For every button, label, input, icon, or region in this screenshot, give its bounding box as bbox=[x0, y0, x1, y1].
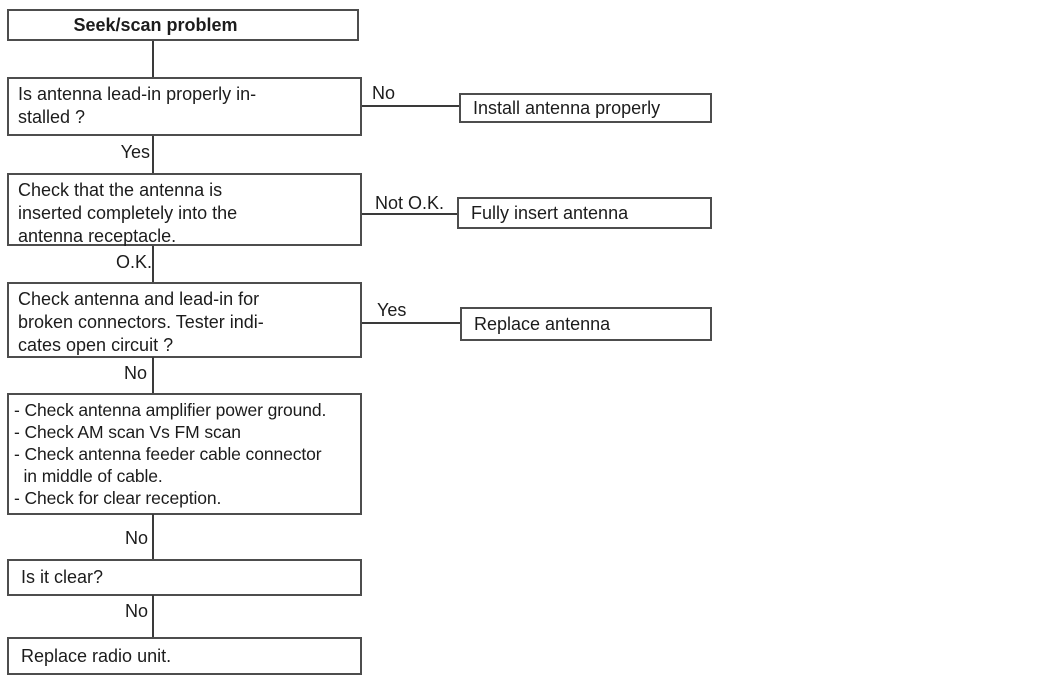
question-node-broken-connectors: Check antenna and lead-in for broken con… bbox=[7, 282, 362, 358]
checklist-node: - Check antenna amplifier power ground. … bbox=[7, 393, 362, 515]
connector-q1-to-action1 bbox=[362, 105, 459, 107]
action-node-replace-antenna: Replace antenna bbox=[460, 307, 712, 341]
connector-q2-to-action2 bbox=[362, 213, 457, 215]
edge-label-no-down-checklist: No bbox=[124, 528, 148, 548]
edge-label-no-down-q4: No bbox=[124, 601, 148, 621]
question-node-text: Check antenna and lead-in for broken con… bbox=[18, 289, 264, 355]
action-node-text: Install antenna properly bbox=[473, 97, 661, 118]
edge-label-yes-branch-q3: Yes bbox=[377, 300, 407, 320]
action-node-fully-insert-antenna: Fully insert antenna bbox=[457, 197, 712, 229]
edge-label-ok-down-q2: O.K. bbox=[115, 252, 152, 272]
start-node-seek-scan-problem: Seek/scan problem bbox=[7, 9, 359, 41]
question-node-text: Is it clear? bbox=[21, 567, 104, 587]
question-node-text: Is antenna lead-in properly in- stalled … bbox=[18, 84, 257, 127]
checklist-node-text: - Check antenna amplifier power ground. … bbox=[14, 400, 327, 508]
action-node-text: Fully insert antenna bbox=[471, 202, 629, 223]
connector-q4-to-final bbox=[152, 595, 154, 638]
question-node-antenna-inserted: Check that the antenna is inserted compl… bbox=[7, 173, 362, 246]
connector-start-to-q1 bbox=[152, 41, 154, 78]
edge-label-not-ok-branch-q2: Not O.K. bbox=[375, 193, 445, 213]
connector-q2-to-q3 bbox=[152, 246, 154, 283]
action-node-install-antenna-properly: Install antenna properly bbox=[459, 93, 712, 123]
action-node-text: Replace antenna bbox=[474, 313, 611, 334]
edge-label-yes-down-q1: Yes bbox=[120, 142, 150, 162]
connector-checklist-to-q4 bbox=[152, 514, 154, 560]
start-node-label: Seek/scan problem bbox=[73, 14, 238, 35]
question-node-is-it-clear: Is it clear? bbox=[7, 559, 362, 596]
question-node-antenna-lead-in: Is antenna lead-in properly in- stalled … bbox=[7, 77, 362, 136]
connector-q1-to-q2 bbox=[152, 136, 154, 174]
connector-q3-to-checklist bbox=[152, 357, 154, 394]
terminal-node-replace-radio-unit: Replace radio unit. bbox=[7, 637, 362, 675]
edge-label-no-branch-q1: No bbox=[372, 83, 396, 103]
question-node-text: Check that the antenna is inserted compl… bbox=[18, 180, 238, 246]
connector-q3-to-action3 bbox=[362, 322, 460, 324]
edge-label-no-down-q3: No bbox=[123, 363, 147, 383]
terminal-node-text: Replace radio unit. bbox=[21, 645, 172, 666]
